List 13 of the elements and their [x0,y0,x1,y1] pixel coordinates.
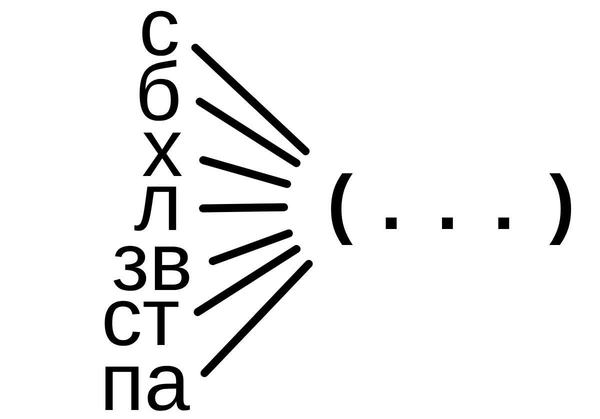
letter-label: зв [114,246,190,291]
connector-line [196,98,300,168]
connector-line [194,245,301,316]
letter-label: б [140,60,178,121]
connector-line [200,260,313,378]
letter-label: па [105,366,190,411]
letter-label: с [142,10,178,56]
letter-label: л [134,186,176,231]
connector-line [208,229,293,266]
letter-label: х [142,132,182,176]
bracketed-ellipsis: ( . . . ) [331,173,572,245]
letter-label: ст [104,300,178,346]
connector-line [191,44,310,156]
